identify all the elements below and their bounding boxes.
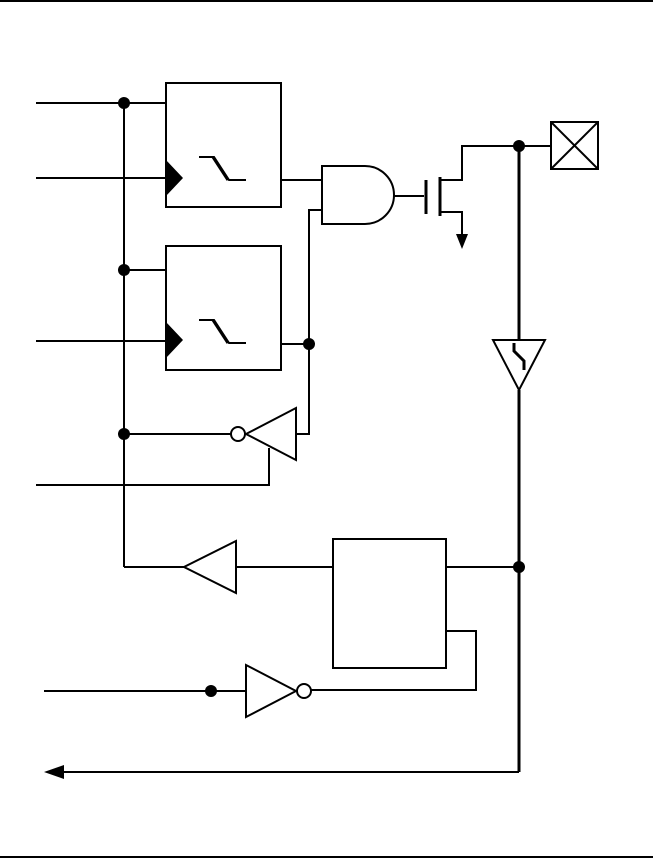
flip-flop-1 xyxy=(166,83,281,207)
junction-dot xyxy=(303,338,315,350)
pad-cell-icon xyxy=(551,122,598,169)
output-arrow-icon xyxy=(44,765,64,779)
nmos-transistor xyxy=(426,146,519,249)
schmitt-buffer xyxy=(493,340,545,390)
tristate-inverter xyxy=(231,408,296,460)
logic-block xyxy=(333,539,446,668)
and-input-b-wire xyxy=(296,210,322,434)
inversion-bubble xyxy=(297,684,311,698)
and-gate xyxy=(322,166,394,224)
junction-dot xyxy=(118,264,130,276)
flip-flop-2 xyxy=(166,246,281,370)
control-inverter xyxy=(246,665,311,717)
junction-dot xyxy=(118,428,130,440)
junction-dot xyxy=(205,685,217,697)
ground-arrow-icon xyxy=(456,234,468,249)
input-buffer xyxy=(184,541,236,593)
inversion-bubble xyxy=(231,427,245,441)
junction-dot xyxy=(513,561,525,573)
enable-line xyxy=(36,448,269,485)
junction-dot xyxy=(118,97,130,109)
junction-dot xyxy=(513,140,525,152)
